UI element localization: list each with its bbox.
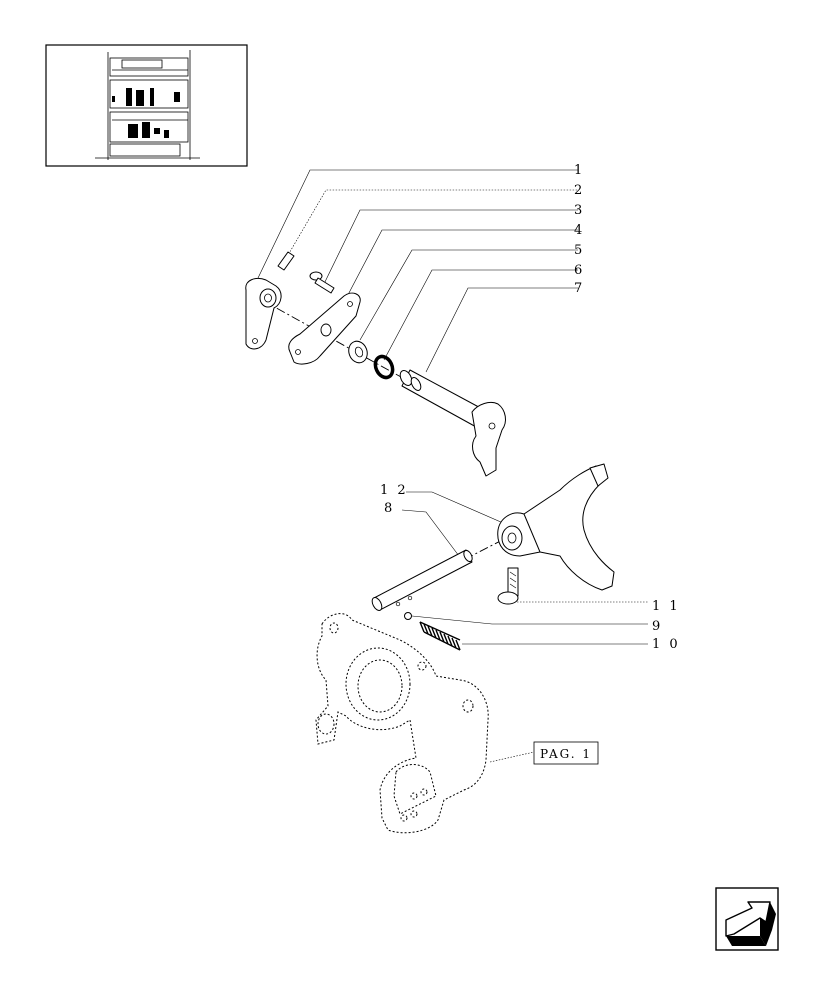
part-1-lever [245, 277, 282, 350]
back-arrow-icon[interactable] [715, 887, 779, 951]
part-6-o-ring [373, 354, 395, 380]
callout-11: 1 1 [652, 599, 680, 614]
page-reference-label[interactable]: PAG. 1 [540, 747, 592, 761]
part-12-shift-fork [497, 463, 615, 591]
callout-7: 7 [574, 281, 585, 296]
part-9-ball [404, 612, 412, 620]
callout-12: 1 2 [380, 483, 408, 498]
part-3-bolt [309, 271, 335, 294]
part-7-shaft [399, 369, 506, 477]
part-8-rod [371, 549, 473, 611]
part-5-washer [348, 340, 368, 364]
part-2-pin [277, 251, 295, 271]
rod-axis [373, 533, 515, 607]
callout-4: 4 [574, 223, 585, 238]
callout-leaders-upper [257, 169, 578, 373]
callout-5: 5 [574, 243, 585, 258]
callout-3: 3 [574, 203, 585, 218]
callout-10: 1 0 [652, 637, 680, 652]
callout-8: 8 [384, 501, 395, 516]
assembly-axis [261, 299, 411, 383]
part-4-plate [288, 292, 361, 365]
callout-2: 2 [574, 183, 585, 198]
part-11-bolt [497, 567, 519, 605]
location-thumbnail-icon[interactable] [45, 44, 248, 167]
housing-reference [315, 613, 489, 834]
part-10-spring [419, 621, 461, 651]
callout-9: 9 [652, 619, 663, 634]
page-reference[interactable]: PAG. 1 [533, 741, 599, 765]
callout-6: 6 [574, 263, 585, 278]
callout-1: 1 [574, 163, 585, 178]
callout-labels: 1 2 3 4 5 6 7 8 9 1 0 1 1 1 2 [380, 163, 680, 652]
callout-leaders-lower [401, 491, 648, 763]
